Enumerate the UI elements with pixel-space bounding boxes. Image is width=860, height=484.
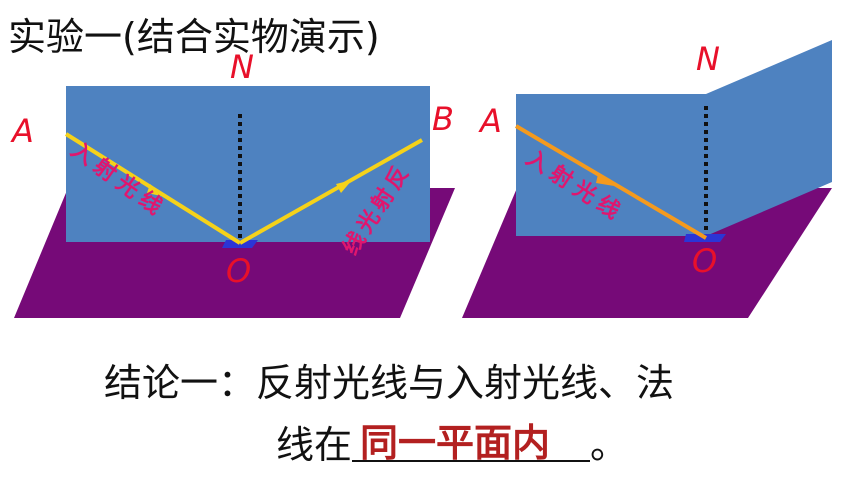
left-label-A: A bbox=[10, 112, 34, 150]
right-label-O: O bbox=[692, 242, 717, 280]
answer-blank: 同一平面内 bbox=[352, 420, 591, 465]
conclusion-line-2-prefix: 线在 bbox=[276, 423, 353, 467]
answer-text: 同一平面内 bbox=[360, 421, 551, 465]
right-label-N: N bbox=[696, 40, 720, 78]
left-label-O: O bbox=[226, 252, 251, 290]
right-diagram: A N O 入 射 光 线 bbox=[462, 40, 832, 318]
right-board-folded bbox=[706, 40, 832, 236]
page-title: 实验一(结合实物演示) bbox=[8, 15, 380, 59]
left-label-N: N bbox=[230, 48, 254, 86]
left-board bbox=[66, 86, 430, 242]
left-diagram: A N B O 入 射 光 线 反 射 光 线 bbox=[10, 48, 455, 318]
left-incident-arrow bbox=[147, 184, 166, 197]
right-incident-arrow bbox=[596, 174, 614, 186]
right-incident-ray bbox=[514, 124, 708, 240]
right-board-front bbox=[516, 94, 706, 236]
left-mirror bbox=[222, 240, 258, 248]
left-reflected-ray bbox=[239, 138, 423, 245]
conclusion-line-1: 结论一：反射光线与入射光线、法 bbox=[104, 361, 675, 405]
left-reflected-arrow bbox=[336, 180, 352, 193]
conclusion-line-2: 线在同一平面内。 bbox=[276, 414, 628, 469]
right-label-A: A bbox=[478, 102, 502, 140]
left-label-B: B bbox=[432, 100, 454, 138]
conclusion-line-2-suffix: 。 bbox=[590, 423, 629, 467]
